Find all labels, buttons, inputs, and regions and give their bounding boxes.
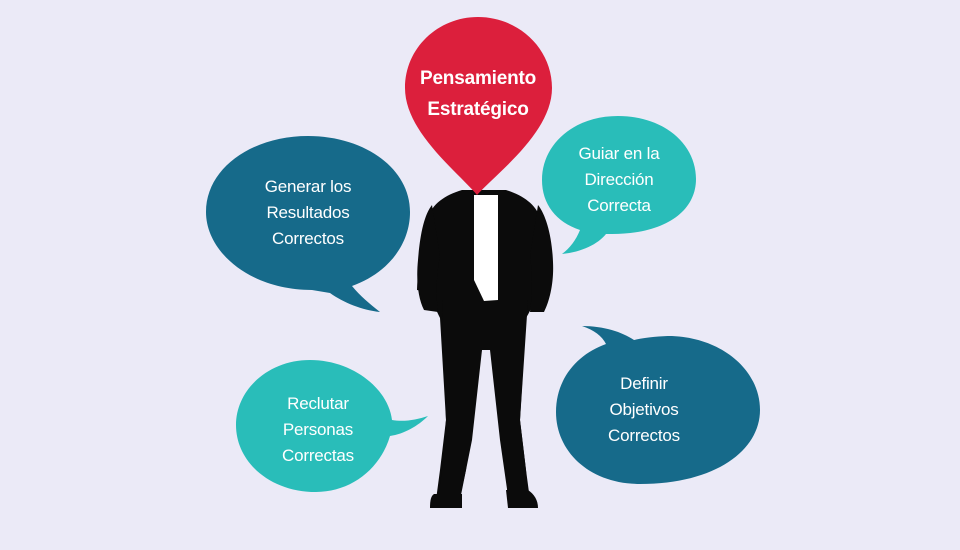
bubble-definir-line-1: Definir [620,374,668,393]
bubble-generar [206,136,410,312]
bubble-reclutar-text: Reclutar Personas Correctas [248,391,388,469]
right-shoe [506,490,538,508]
bubble-reclutar [236,360,428,492]
right-arm [530,205,554,312]
bubble-generar-line-3: Correctos [272,229,344,248]
bubble-definir-line-3: Correctos [608,426,680,445]
bubble-guiar [542,116,696,254]
map-pin-icon [405,17,552,195]
central-title-line-1: Pensamiento [419,68,537,89]
bubble-generar-line-1: Generar los [264,177,352,196]
bubble-reclutar-line-1: Reclutar [287,394,349,413]
businessman-silhouette-icon [417,190,554,508]
left-shoe [430,494,462,508]
bubble-guiar-text: Guiar en la Dirección Correcta [550,141,688,219]
bubble-definir-line-2: Objetivos [609,400,679,419]
central-title: Pensamiento Estratégico [403,63,553,125]
central-title-line-2: Estratégico [427,99,529,120]
bubble-definir [556,326,760,484]
bubble-reclutar-line-2: Personas [282,420,354,439]
left-arm [417,205,440,312]
bubble-guiar-line-2: Dirección [584,170,654,189]
bubble-reclutar-line-3: Correctas [282,446,354,465]
bubble-generar-text: Generar los Resultados Correctos [238,174,378,252]
shirt [474,195,498,301]
bubble-guiar-line-1: Guiar en la [578,144,660,163]
bubble-generar-line-2: Resultados [266,203,350,222]
bubble-definir-text: Definir Objetivos Correctos [574,371,714,449]
trousers [438,300,528,500]
bubble-guiar-line-3: Correcta [587,196,651,215]
